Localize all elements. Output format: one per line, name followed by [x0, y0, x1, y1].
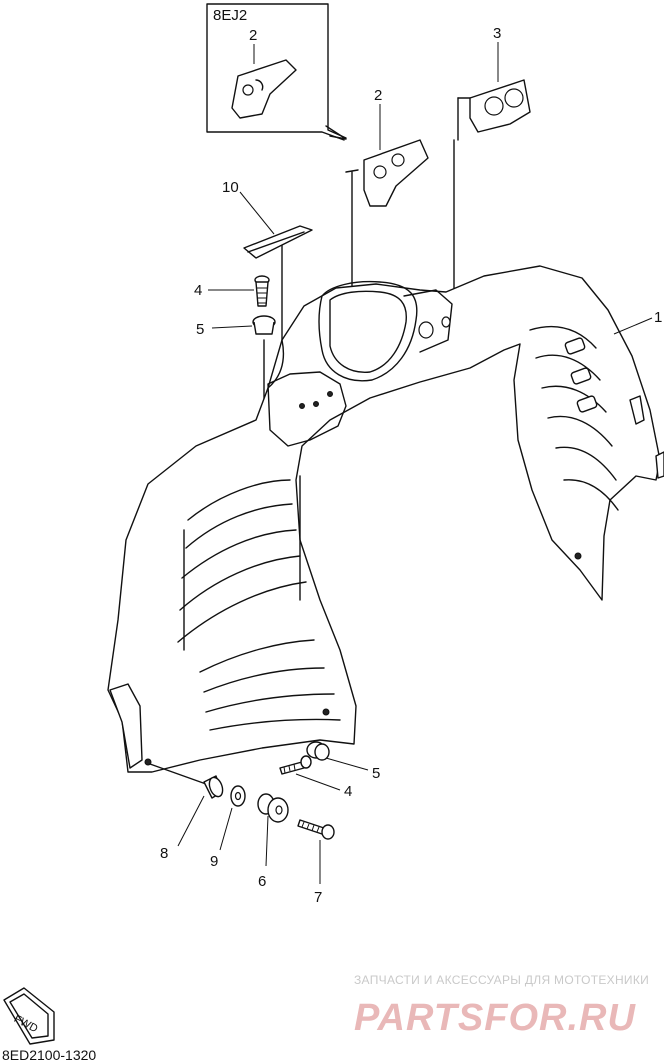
inset-box-label: 8EJ2 [213, 7, 247, 24]
part-5-grommet-top: 5 [196, 315, 276, 338]
callout-2-inset: 2 [249, 27, 257, 44]
callout-6: 6 [258, 873, 266, 890]
part-5-grommet-bottom: 5 [306, 741, 380, 782]
part-8-collar: 8 [149, 763, 224, 862]
callout-3: 3 [493, 25, 501, 42]
watermark-tagline: ЗАПЧАСТИ И АКСЕССУАРЫ ДЛЯ МОТОТЕХНИКИ [354, 973, 649, 987]
part-9-washer: 9 [210, 785, 246, 870]
drawing-code: 8ED2100-1320 [2, 1047, 96, 1063]
part-2-bracket-inset [231, 59, 297, 119]
callout-5-bottom: 5 [372, 765, 380, 782]
part-2-bracket: 2 [363, 87, 429, 207]
callout-4-bottom: 4 [344, 783, 352, 800]
callout-2: 2 [374, 87, 382, 104]
part-10-strip: 10 [222, 179, 313, 259]
callout-5-top: 5 [196, 321, 204, 338]
part-4-bolt-bottom: 4 [279, 755, 352, 800]
part-6-grommet: 6 [257, 793, 289, 890]
callout-7: 7 [314, 889, 322, 906]
part-3-bracket: 3 [457, 25, 531, 141]
part-4-bolt-top: 4 [194, 275, 270, 307]
part-7-bolt: 7 [297, 819, 335, 906]
callout-9: 9 [210, 853, 218, 870]
callout-8: 8 [160, 845, 168, 862]
callout-4-top: 4 [194, 282, 202, 299]
variant-inset-box: 8EJ2 2 [206, 3, 347, 141]
part-1-front-cover: 1 [107, 265, 664, 773]
watermark-brand: PARTSFOR.RU [354, 997, 636, 1039]
callout-10: 10 [222, 179, 239, 196]
fwd-label: FWD [12, 1013, 40, 1035]
callout-1: 1 [654, 309, 662, 326]
watermark: ЗАПЧАСТИ И АКСЕССУАРЫ ДЛЯ МОТОТЕХНИКИ PA… [354, 973, 649, 1039]
fwd-arrow-icon: FWD [3, 987, 55, 1045]
